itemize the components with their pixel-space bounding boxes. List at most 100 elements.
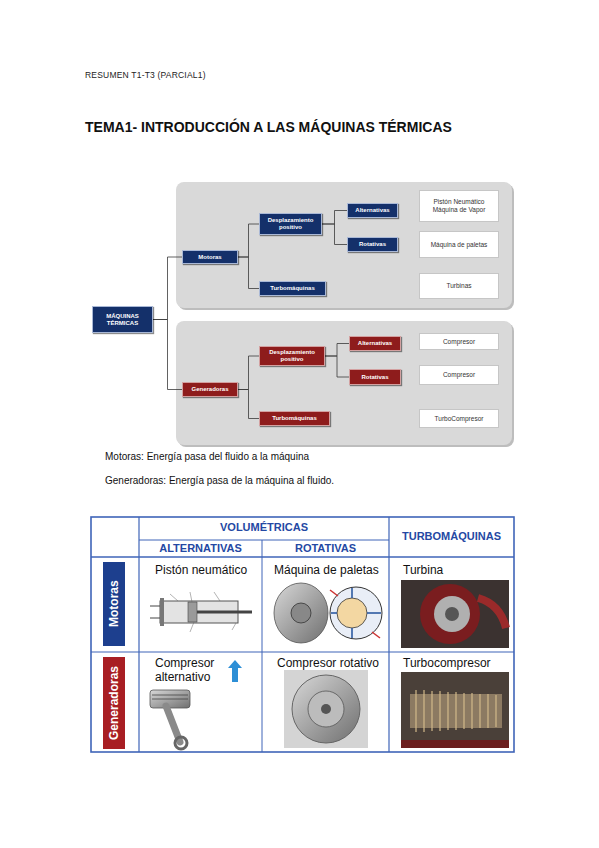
category-box: Alternativas: [347, 203, 398, 218]
node-text: Compresor: [443, 371, 475, 379]
turbine-wheel: [434, 596, 470, 632]
tree-connector: [238, 257, 259, 289]
page-title: TEMA1- INTRODUCCIÓN A LAS MÁQUINAS TÉRMI…: [85, 119, 452, 135]
compressor-rotor: [308, 691, 344, 727]
table-line: [91, 651, 514, 652]
node-text: Rotativas: [361, 374, 388, 381]
table-header: ROTATIVAS: [262, 542, 389, 554]
vanes: [331, 588, 381, 638]
node-text: Máquina de Vapor: [433, 206, 486, 214]
vane: [331, 612, 337, 614]
tree-connector: [325, 344, 349, 357]
node-text: Alternativas: [358, 340, 392, 347]
piston-illustration: [150, 592, 252, 632]
table-cell: Compresor rotativo: [277, 656, 379, 670]
table-header: TURBOMÁQUINAS: [389, 530, 514, 542]
example-box: Compresor: [419, 365, 499, 385]
table-cell: Turbina: [403, 563, 443, 577]
blade-row: [479, 694, 480, 728]
category-box: Turbomáquinas: [259, 411, 330, 426]
piston-head: [188, 602, 197, 622]
table-header: VOLUMÉTRICAS: [139, 521, 389, 533]
blade-rows: [416, 690, 496, 732]
node-text: Turbinas: [446, 282, 471, 290]
category-box: Desplazamiento positivo: [259, 213, 322, 235]
node-text: Pistón Neumático: [434, 198, 485, 206]
blade-row: [439, 691, 440, 731]
row-header: Motoras: [103, 562, 125, 646]
diagram-panels: [176, 182, 514, 447]
inlet-arrow: [330, 590, 338, 596]
table-cell: Pistón neumático: [155, 563, 247, 577]
turbine-illustration: [401, 580, 509, 648]
gray-panel: [176, 182, 512, 308]
cylinder-cap: [160, 598, 164, 626]
leader-line: [232, 623, 236, 630]
example-box: TurboCompresor: [419, 409, 499, 428]
gray-panel: [176, 321, 512, 445]
flow-arrow: [228, 660, 242, 682]
photo-background: [401, 672, 509, 748]
tree-connector: [322, 224, 347, 245]
blade-row: [415, 690, 416, 732]
node-text: Alternativas: [355, 207, 389, 214]
row-header-strip: [103, 657, 125, 749]
category-box: Turbomáquinas: [259, 281, 326, 296]
casing-edge: [401, 740, 509, 748]
page-header: RESUMEN T1-T3 (PARCIAL1): [85, 70, 206, 80]
compressor-body: [292, 675, 360, 743]
node-text: Turbomáquinas: [270, 285, 315, 292]
node-text: Motoras: [198, 254, 221, 261]
category-box: Alternativas: [349, 336, 401, 351]
table-border: [91, 517, 514, 752]
example-box: Compresor: [419, 333, 499, 350]
air-inlet: [150, 618, 160, 619]
compressor-shaft: [321, 704, 331, 714]
definition-text: Motoras: Energía pasa del fluido a la má…: [105, 451, 309, 462]
turbine-housing: [420, 584, 480, 644]
vane: [351, 588, 353, 598]
table-cell: Máquina de paletas: [274, 563, 379, 577]
blade-row: [447, 692, 448, 730]
node-text: Generadoras: [191, 386, 228, 393]
table-grid: [91, 517, 514, 752]
example-box: Pistón NeumáticoMáquina de Vapor: [419, 190, 499, 222]
vane-motor-illustration: [274, 583, 382, 643]
table-line: [91, 556, 514, 557]
photo-background: [284, 670, 368, 748]
example-box: Turbinas: [419, 273, 499, 299]
motor-shaft: [291, 603, 311, 623]
table-cell: Turbocompresor: [403, 656, 491, 670]
node-text: MÁQUINAS TÉRMICAS: [93, 313, 152, 327]
node-text: Rotativas: [359, 241, 386, 248]
tree-connector: [238, 356, 259, 390]
rotor: [337, 598, 367, 628]
leader-line: [214, 592, 220, 601]
node-text: Máquina de paletas: [431, 241, 488, 249]
category-box: Rotativas: [349, 369, 401, 385]
node-text: Compresor: [443, 338, 475, 346]
node-text: Turbomáquinas: [272, 415, 317, 422]
piston: [150, 690, 190, 708]
category-box: Desplazamiento positivo: [259, 346, 325, 366]
air-inlet: [150, 606, 160, 607]
tree-connector: [238, 390, 259, 419]
blade-row: [487, 694, 488, 728]
category-box: MÁQUINAS TÉRMICAS: [92, 306, 153, 333]
tree-connector: [325, 356, 349, 377]
category-box: Generadoras: [182, 382, 238, 397]
leader-line: [190, 622, 194, 632]
turbocompressor-illustration: [401, 672, 509, 748]
table-cell: Compresor alternativo: [155, 656, 227, 684]
outlet-arrow: [372, 632, 380, 638]
table-line: [138, 517, 139, 752]
table-line: [139, 540, 389, 541]
table-line: [388, 517, 389, 752]
blade-row: [455, 692, 456, 730]
piston-ring: [152, 695, 188, 696]
definition-text: Generadoras: Energía pasa de la máquina …: [105, 475, 334, 486]
row-header-strip: [103, 562, 125, 646]
node-text: TurboCompresor: [435, 415, 484, 423]
blade-row: [471, 693, 472, 729]
